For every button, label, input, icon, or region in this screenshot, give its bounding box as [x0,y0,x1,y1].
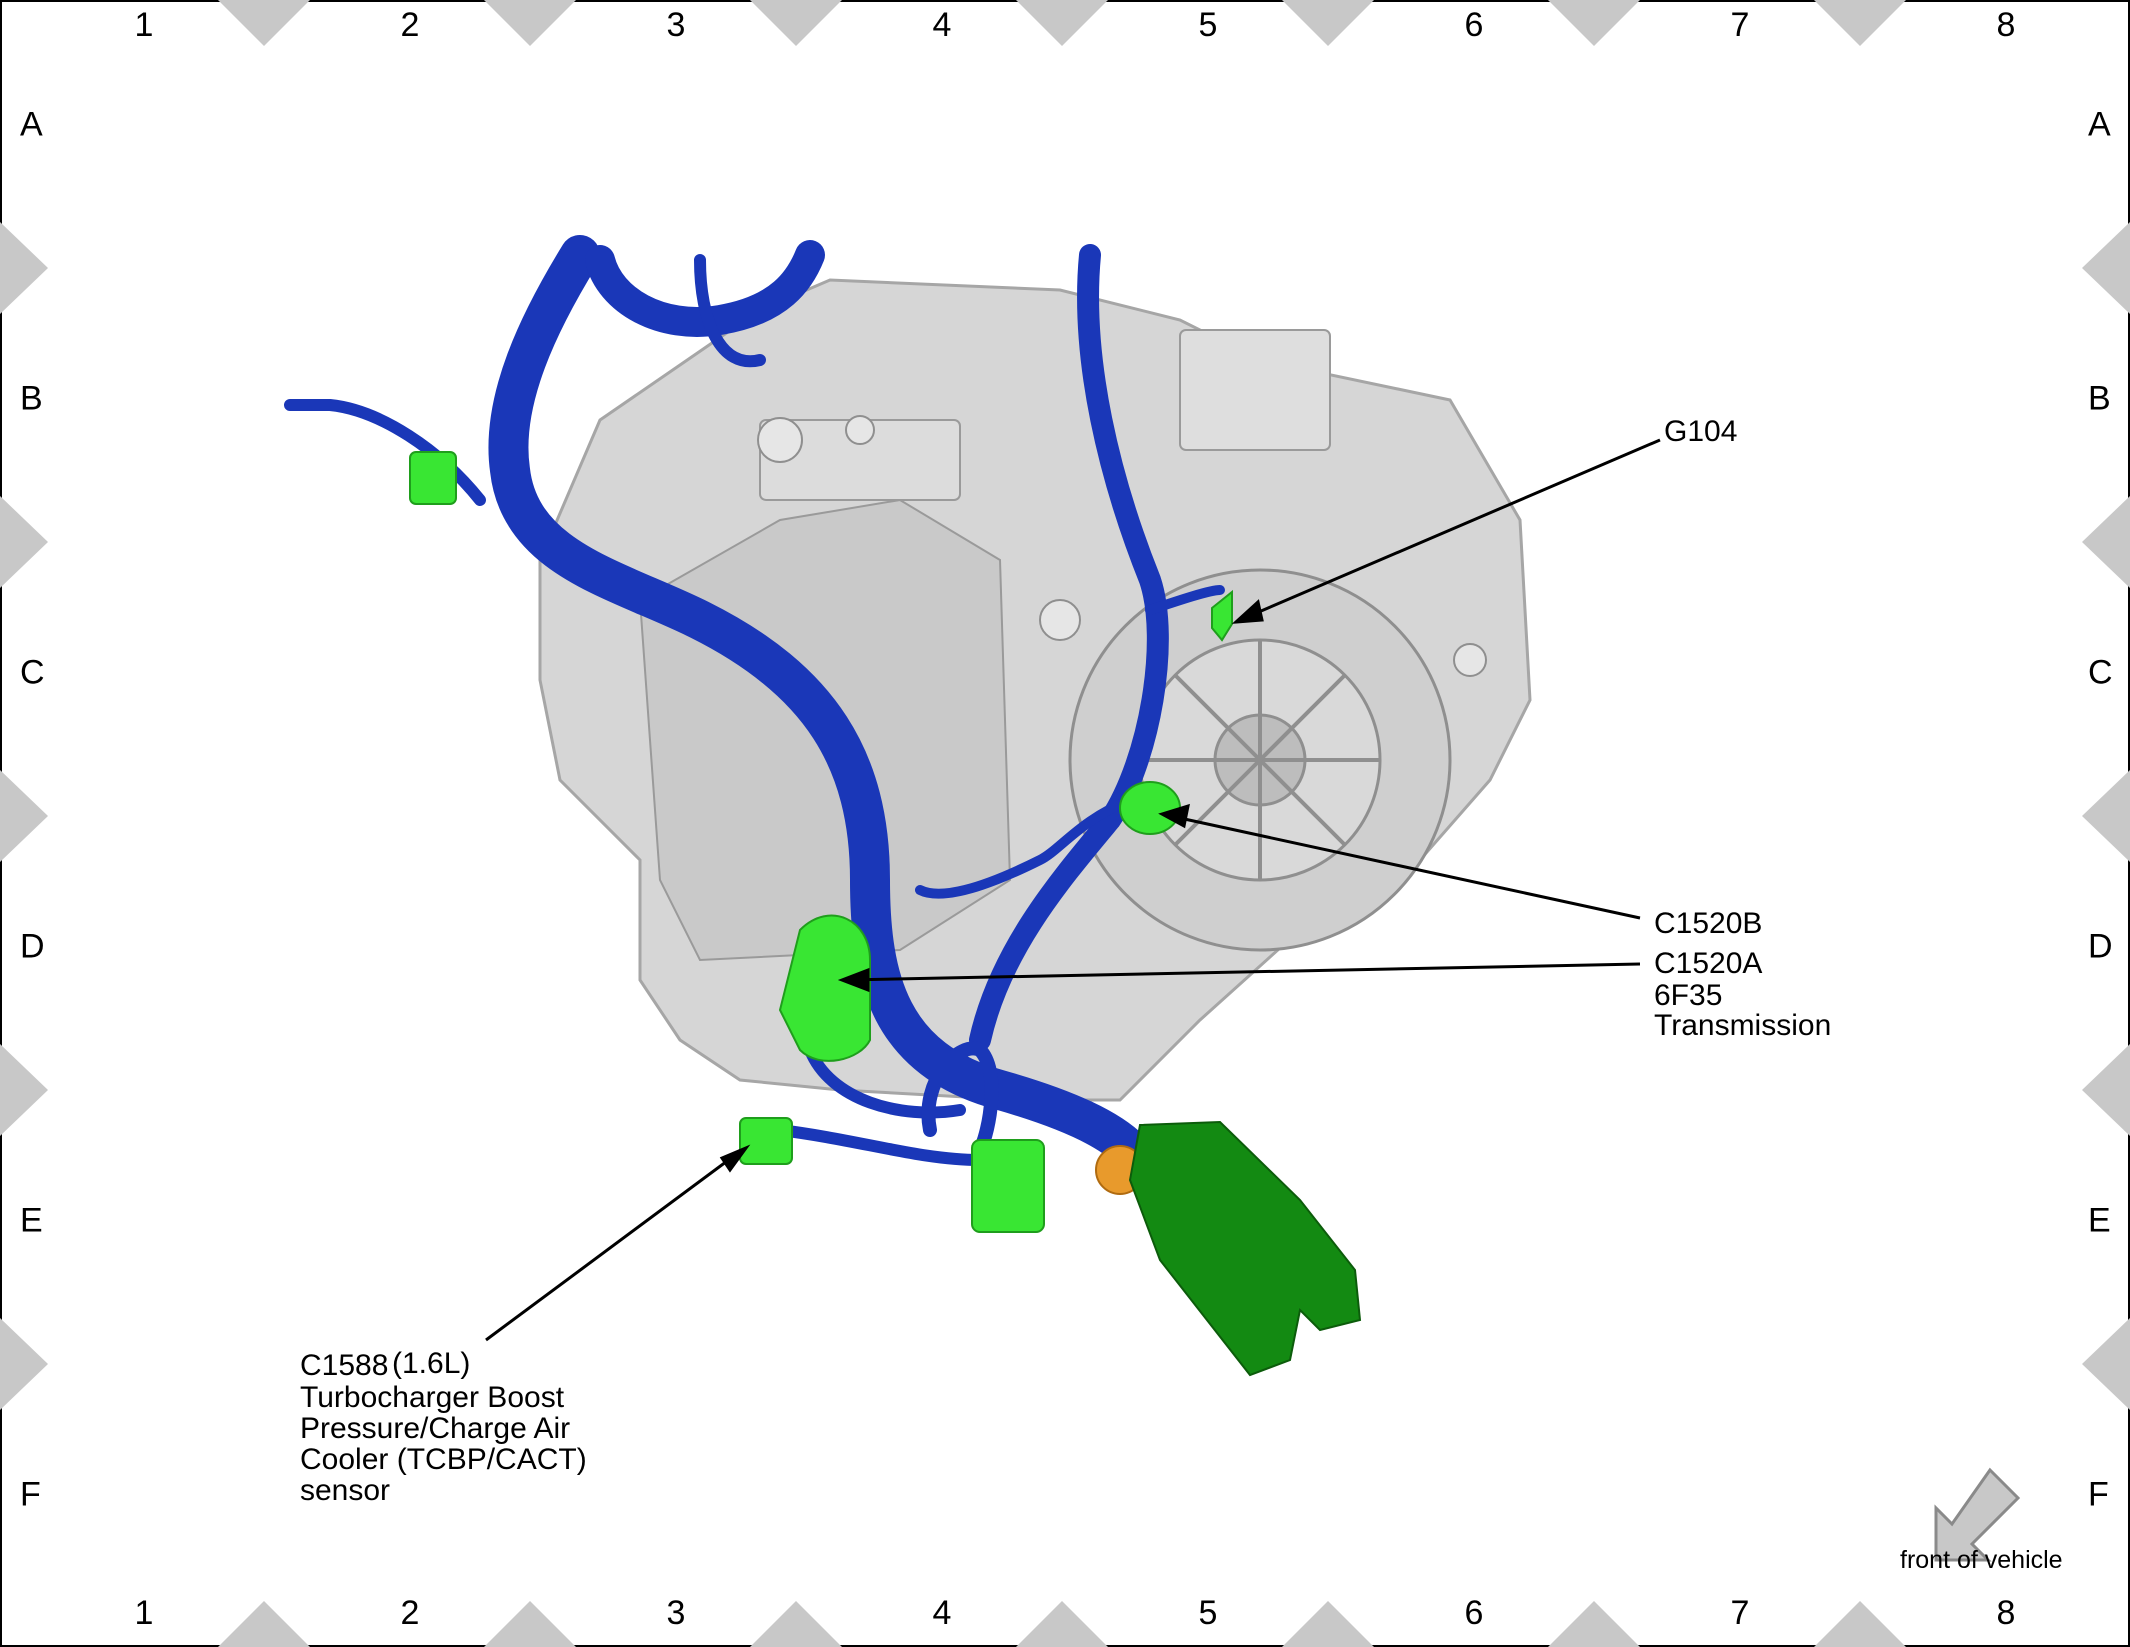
grid-row-right-f: F [2088,1475,2109,1514]
grid-col-top-2: 2 [400,6,420,44]
grid-col-bottom-6: 6 [1464,1594,1484,1632]
grid-col-bottom-8: 8 [1996,1594,2016,1632]
connector-left-branch [409,451,457,505]
grid-row-left-c: C [20,653,45,692]
main-harness-connector [1128,1120,1362,1377]
wiring-harness [284,235,1256,1336]
label-c1520b: C1520B [1654,907,1763,940]
c1520a-connector [778,914,871,1062]
grid-col-bottom-1: 1 [134,1594,154,1632]
g104-arrowhead [1231,599,1264,624]
grid-col-top-7: 7 [1730,6,1750,44]
label-transmission-model: 6F35 [1654,979,1723,1012]
label-g104: G104 [1664,415,1738,448]
c1588-arrowhead [719,1144,751,1173]
c1588-leader [485,1148,743,1342]
grid-row-right-d: D [2088,927,2113,966]
grid-col-top-3: 3 [666,6,686,44]
c1588-connector [739,1117,793,1165]
label-transmission: Transmission [1654,1009,1832,1042]
label-c1588-code: C1588 [300,1349,389,1382]
grid-row-left-f: F [20,1475,41,1514]
grid-row-left-b: B [20,379,43,418]
c1520a-leader [845,962,1641,982]
grid-row-right-c: C [2088,653,2113,692]
grid-col-top-8: 8 [1996,6,2016,44]
grid-row-right-b: B [2088,379,2111,418]
connector-lower-center [971,1139,1045,1233]
grid-col-bottom-2: 2 [400,1594,420,1632]
grid-col-top-6: 6 [1464,6,1484,44]
grid-col-bottom-7: 7 [1730,1594,1750,1632]
g104-leader [1239,438,1661,622]
transmission-housing [538,278,1532,1102]
c1520a-arrowhead [837,967,870,993]
g104-ground [1211,589,1233,642]
grid-col-bottom-5: 5 [1198,1594,1218,1632]
c1520b-leader [1165,813,1641,920]
c1520b-arrowhead [1158,803,1190,829]
front-of-vehicle-label: front of vehicle [1900,1546,2063,1574]
grid-row-left-d: D [20,927,45,966]
label-c1588-line4: sensor [300,1474,391,1507]
grid-row-left-e: E [20,1201,43,1240]
grid-col-bottom-3: 3 [666,1594,686,1632]
grid-col-top-4: 4 [932,6,952,44]
arrow-down-left-icon [1934,1467,2021,1562]
c1520b-connector [1119,781,1181,835]
label-c1588-line1: Turbocharger Boost [300,1381,565,1414]
label-c1520a: C1520A [1654,947,1763,980]
grid-col-bottom-4: 4 [932,1594,952,1632]
callout-lines [485,438,1661,1342]
grid-col-top-5: 5 [1198,6,1218,44]
grid-row-right-a: A [2088,105,2111,144]
grid-row-right-e: E [2088,1201,2111,1240]
label-c1588-line2: Pressure/Charge Air [300,1412,571,1445]
label-c1588-variant: (1.6L) [392,1347,471,1380]
label-c1588-line3: Cooler (TCBP/CACT) [300,1443,587,1476]
grid-col-top-1: 1 [134,6,154,44]
grid-row-left-a: A [20,105,43,144]
